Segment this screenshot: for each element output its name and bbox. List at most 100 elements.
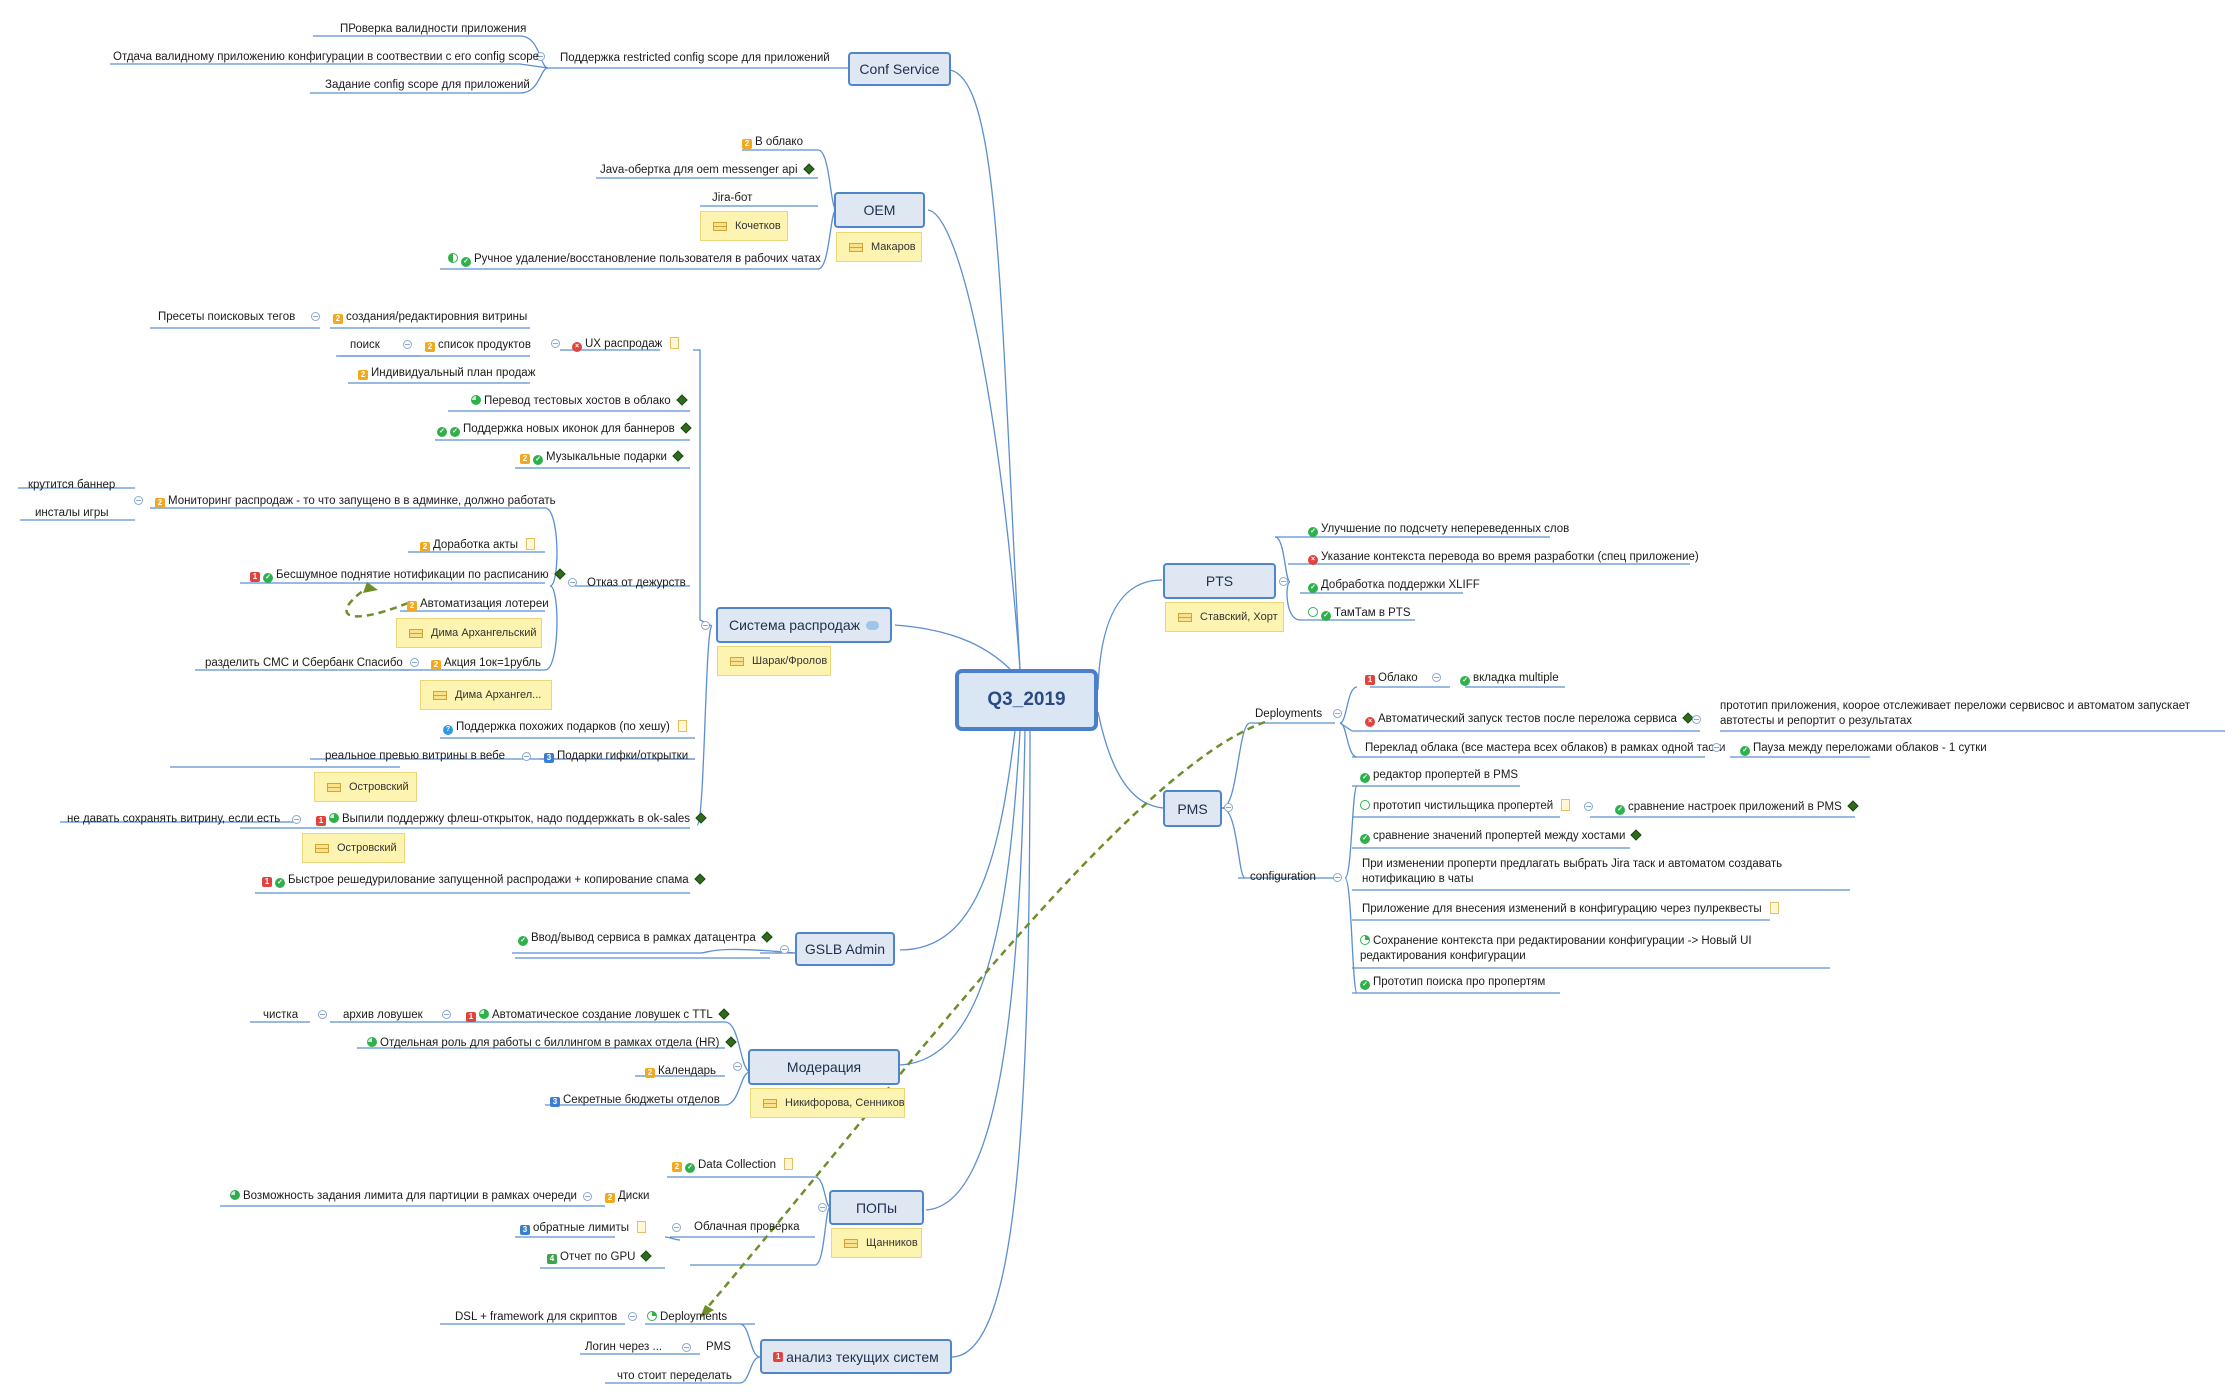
moderation-archive[interactable]: архив ловушек [343, 1009, 423, 1021]
dep-pause[interactable]: ✓Пауза между переложами облаков - 1 сутк… [1740, 741, 1987, 756]
collapse-toggle-conf[interactable] [536, 52, 545, 61]
conf-compare-apps[interactable]: ✓сравнение настроек приложений в PMS [1615, 800, 1858, 815]
conf-compare-hosts[interactable]: ✓сравнение значений пропертей между хост… [1360, 829, 1641, 844]
oem-item-jira[interactable]: Jira-бот [712, 191, 752, 206]
collapse-toggle[interactable] [318, 1010, 327, 1019]
moderation-clean[interactable]: чистка [263, 1009, 299, 1021]
conf-jira[interactable]: При изменении проперти предлагать выбрат… [1362, 858, 1783, 885]
pops-data-collection[interactable]: 2✓Data Collection [672, 1158, 793, 1173]
collapse-toggle[interactable] [583, 1192, 592, 1201]
dep-reload[interactable]: Переклад облака (все мастера всех облако… [1365, 742, 1726, 754]
collapse-toggle[interactable] [628, 1312, 637, 1321]
pts-item-4[interactable]: ✓ТамТам в PTS [1308, 606, 1411, 621]
topic-oem[interactable]: OEM [834, 192, 925, 228]
collapse-toggle[interactable] [1333, 873, 1342, 882]
analysis-redo[interactable]: что стоит переделать [617, 1370, 732, 1382]
conf-item-2[interactable]: Отдача валидному приложению конфигурации… [113, 51, 540, 63]
collapse-toggle[interactable] [134, 496, 143, 505]
duty-sub-sms[interactable]: разделить СМС и Сбербанк Спасибо [205, 657, 403, 669]
conf-cleaner[interactable]: прототип чистильщика пропертей [1360, 799, 1571, 814]
collapse-toggle[interactable] [733, 1062, 742, 1071]
collapse-toggle[interactable] [311, 312, 320, 321]
collapse-toggle[interactable] [522, 752, 531, 761]
pms-configuration[interactable]: configuration [1250, 871, 1316, 883]
moderation-billing[interactable]: Отдельная роль для работы с биллингом в … [367, 1036, 736, 1051]
conf-item-1[interactable]: ПРоверка валидности приложения [340, 23, 527, 35]
collapse-toggle-duty[interactable] [568, 578, 577, 587]
pms-deployments[interactable]: Deployments [1255, 708, 1323, 720]
sales-fast[interactable]: 1✓Быстрое решедурилование запущенной рас… [262, 873, 705, 888]
sales-duty[interactable]: Отказ от дежурств [587, 577, 686, 589]
dep-prototype[interactable]: прототип приложения, коорое отслеживает … [1720, 700, 2191, 727]
duty-silent[interactable]: 1✓Бесшумное поднятие нотификации по расп… [250, 568, 565, 583]
conf-editor[interactable]: ✓редактор пропертей в PMS [1360, 768, 1518, 783]
collapse-toggle[interactable] [1432, 673, 1441, 682]
dep-autotests[interactable]: ×Автоматический запуск тестов после пере… [1365, 712, 1693, 727]
topic-pts[interactable]: PTS [1163, 563, 1276, 599]
collapse-toggle[interactable] [1712, 743, 1721, 752]
collapse-toggle[interactable] [403, 340, 412, 349]
pops-partition[interactable]: Возможность задания лимита для партиции … [230, 1189, 577, 1204]
duty-sub-banner[interactable]: крутится баннер [28, 479, 116, 491]
topic-pms[interactable]: PMS [1163, 790, 1222, 827]
collapse-toggle[interactable] [1333, 709, 1342, 718]
collapse-toggle[interactable] [672, 1223, 681, 1232]
collapse-toggle[interactable] [1692, 715, 1701, 724]
pts-item-1[interactable]: ✓Улучшение по подсчету непереведенных сл… [1308, 522, 1569, 537]
central-topic[interactable]: Q3_2019 [955, 669, 1098, 731]
collapse-toggle[interactable] [818, 1203, 827, 1212]
collapse-toggle-sales[interactable] [701, 621, 710, 630]
analysis-dsl[interactable]: DSL + framework для скриптов [455, 1311, 618, 1323]
sales-ux[interactable]: ×UX распродаж [572, 337, 680, 352]
gslb-item[interactable]: ✓Ввод/вывод сервиса в рамках датацентра [518, 931, 772, 946]
pops-cloud-check[interactable]: Облачная проверка [694, 1221, 800, 1233]
conf-search[interactable]: ✓Прототип поиска про пропертям [1360, 975, 1545, 990]
topic-moderation[interactable]: Модерация [748, 1049, 900, 1085]
conf-scope-child[interactable]: Поддержка restricted config scope для пр… [560, 52, 830, 64]
gifs-sub-preview[interactable]: реальное превью витрины в вебе [325, 750, 506, 762]
pts-item-2[interactable]: ×Указание контекста перевода во время ра… [1308, 550, 1699, 565]
dep-multiple[interactable]: ✓вкладка multiple [1460, 671, 1559, 686]
sales-similar[interactable]: ?Поддержка похожих подарков (по хешу) [443, 720, 687, 735]
sales-item-icons[interactable]: ✓✓Поддержка новых иконок для баннеров [437, 422, 691, 437]
analysis-deployments[interactable]: Deployments [647, 1310, 727, 1325]
sales-item-music[interactable]: 2✓Музыкальные подарки [520, 450, 683, 465]
conf-context[interactable]: Сохранение контекста при редактировании … [1360, 934, 1820, 964]
sales-item-hosts[interactable]: Перевод тестовых хостов в облако [471, 394, 687, 409]
topic-sales[interactable]: Система распродаж [716, 607, 892, 643]
ux-sub-presets[interactable]: Пресеты поисковых тегов [158, 311, 296, 323]
analysis-pms[interactable]: PMS [706, 1341, 731, 1353]
collapse-toggle-ux[interactable] [551, 339, 560, 348]
flash-sub[interactable]: не давать сохранять витрину, если есть [67, 813, 281, 825]
collapse-toggle[interactable] [1279, 577, 1288, 586]
ux-sub-search[interactable]: поиск [350, 339, 380, 351]
topic-pops[interactable]: ПОПы [829, 1190, 924, 1225]
collapse-toggle[interactable] [780, 945, 789, 954]
analysis-login[interactable]: Логин через ... [585, 1341, 663, 1353]
oem-item-java[interactable]: Java-обертка для oem messenger api [600, 163, 814, 178]
pts-item-3[interactable]: ✓Добработка поддержки XLIFF [1308, 578, 1480, 593]
collapse-toggle[interactable] [442, 1010, 451, 1019]
conf-pullrequests[interactable]: Приложение для внесения изменений в конф… [1362, 902, 1779, 917]
collapse-toggle[interactable] [682, 1343, 691, 1352]
duty-sub-installs[interactable]: инсталы игры [35, 507, 109, 519]
collapse-toggle[interactable] [410, 658, 419, 667]
